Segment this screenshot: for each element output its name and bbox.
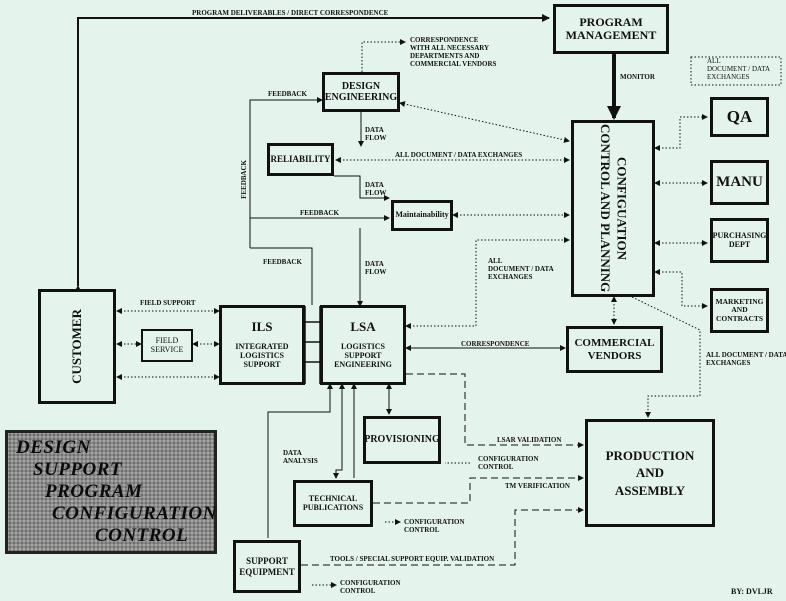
data-analysis-label: DATA ANALYSIS bbox=[283, 449, 318, 466]
provisioning-label: PROVISIONING bbox=[364, 434, 440, 446]
tm-verification-label: TM VERIFICATION bbox=[505, 482, 570, 490]
title-panel: DESIGN SUPPORT PROGRAM CONFIGURATION CON… bbox=[5, 430, 217, 554]
technical-publications-box: TECHNICAL PUBLICATIONS bbox=[293, 480, 373, 527]
field-service-label: FIELD SERVICE bbox=[150, 335, 184, 354]
configuration-control-label-3: CONFIGURATION CONTROL bbox=[340, 579, 401, 596]
feedback-label-3: FEEDBACK bbox=[263, 258, 302, 266]
program-management-label: PROGRAM MANAGEMENT bbox=[565, 14, 657, 42]
support-equipment-box: SUPPORT EQUIPMENT bbox=[233, 540, 301, 593]
field-service-box: FIELD SERVICE bbox=[141, 329, 193, 362]
ils-subtitle: INTEGRATED LOGISTICS SUPPORT bbox=[235, 341, 289, 369]
data-flow-label-1: DATA FLOW bbox=[365, 126, 387, 143]
correspondence-all-label: CORRESPONDENCE WITH ALL NECESSARY DEPART… bbox=[410, 36, 497, 69]
purchasing-box: PURCHASING DEPT bbox=[710, 218, 769, 263]
program-management-box: PROGRAM MANAGEMENT bbox=[553, 4, 669, 54]
data-flow-label-3: DATA FLOW bbox=[365, 260, 387, 277]
qa-box: QA bbox=[710, 97, 769, 137]
customer-label: CUSTOMER bbox=[68, 309, 84, 384]
correspondence-connector bbox=[361, 39, 406, 72]
byline: BY: DVLJR bbox=[731, 587, 773, 596]
reliability-label: RELIABILITY bbox=[270, 154, 331, 165]
ils-lsa-links bbox=[304, 306, 321, 384]
correspondence-label: CORRESPONDENCE bbox=[461, 340, 530, 348]
configuration-control-label-2: CONFIGURATION CONTROL bbox=[404, 518, 465, 535]
validation-connectors bbox=[301, 373, 584, 566]
qa-label: QA bbox=[726, 107, 753, 127]
lsa-subtitle: LOGISTICS SUPPORT ENGINEERING bbox=[334, 341, 392, 369]
all-doc-top-label: ALL DOCUMENT / DATA EXCHANGES bbox=[707, 57, 771, 82]
design-engineering-label: DESIGN ENGINEERING bbox=[324, 80, 398, 103]
all-doc-right-label: ALL DOCUMENT / DATA EXCHANGES bbox=[706, 351, 786, 368]
title-line-3: PROGRAM bbox=[45, 481, 143, 502]
feedback-label-1: FEEDBACK bbox=[268, 90, 307, 98]
config-control-box: CONFIGUATION CONTROL AND PLANNING bbox=[571, 120, 655, 297]
title-line-2: SUPPORT bbox=[33, 459, 122, 480]
lsar-validation-label: LSAR VALIDATION bbox=[497, 436, 562, 444]
feedback-connectors bbox=[249, 97, 390, 307]
title-line-1: DESIGN bbox=[16, 437, 91, 458]
support-equipment-label: SUPPORT EQUIPMENT bbox=[239, 556, 295, 577]
tools-validation-label: TOOLS / SPECIAL SUPPORT EQUIP. VALIDATIO… bbox=[330, 555, 495, 563]
commercial-vendors-box: COMMERCIAL VENDORS bbox=[566, 326, 663, 373]
production-box: PRODUCTION AND ASSEMBLY bbox=[585, 419, 715, 527]
ils-title: ILS bbox=[251, 319, 273, 335]
lsa-title: LSA bbox=[350, 319, 376, 335]
lsa-box: LSA LOGISTICS SUPPORT ENGINEERING bbox=[320, 305, 406, 385]
feedback-label-2: FEEDBACK bbox=[300, 209, 339, 217]
technical-publications-label: TECHNICAL PUBLICATIONS bbox=[302, 493, 364, 512]
data-flow-label-2: DATA FLOW bbox=[365, 181, 387, 198]
maintainability-box: Maintainability bbox=[391, 200, 453, 231]
field-support-label: FIELD SUPPORT bbox=[140, 299, 196, 307]
all-doc-mid-label: ALL DOCUMENT / DATA EXCHANGES bbox=[395, 151, 523, 159]
manu-label: MANU bbox=[716, 174, 763, 191]
program-deliverables-label: PROGRAM DELIVERABLES / DIRECT CORRESPOND… bbox=[192, 9, 389, 17]
all-doc-top-frame bbox=[690, 56, 782, 86]
all-doc-center-label: ALL DOCUMENT / DATA EXCHANGES bbox=[488, 257, 554, 282]
marketing-label: MARKETING AND CONTRACTS bbox=[715, 296, 764, 323]
title-line-5: CONTROL bbox=[95, 525, 189, 546]
config-control-label: CONFIGUATION CONTROL AND PLANNING bbox=[598, 124, 630, 293]
program-deliverables-connector bbox=[74, 14, 550, 293]
provisioning-box: PROVISIONING bbox=[363, 416, 441, 464]
reliability-box: RELIABILITY bbox=[267, 143, 334, 176]
customer-box: CUSTOMER bbox=[38, 289, 116, 404]
ils-box: ILS INTEGRATED LOGISTICS SUPPORT bbox=[219, 305, 305, 385]
lsa-support-connectors bbox=[267, 383, 392, 538]
marketing-box: MARKETING AND CONTRACTS bbox=[710, 288, 769, 333]
commercial-vendors-label: COMMERCIAL VENDORS bbox=[574, 337, 655, 362]
design-engineering-box: DESIGN ENGINEERING bbox=[322, 72, 400, 112]
title-line-4: CONFIGURATION bbox=[52, 503, 217, 524]
configuration-control-label-1: CONFIGURATION CONTROL bbox=[478, 455, 539, 472]
manu-box: MANU bbox=[710, 160, 769, 205]
data-exchange-connectors bbox=[116, 101, 708, 588]
feedback-vertical-label: FEEDBACK bbox=[240, 160, 248, 199]
purchasing-label: PURCHASING DEPT bbox=[712, 230, 767, 249]
production-label: PRODUCTION AND ASSEMBLY bbox=[605, 447, 695, 498]
monitor-label: MONITOR bbox=[620, 73, 655, 81]
maintainability-label: Maintainability bbox=[395, 210, 449, 220]
